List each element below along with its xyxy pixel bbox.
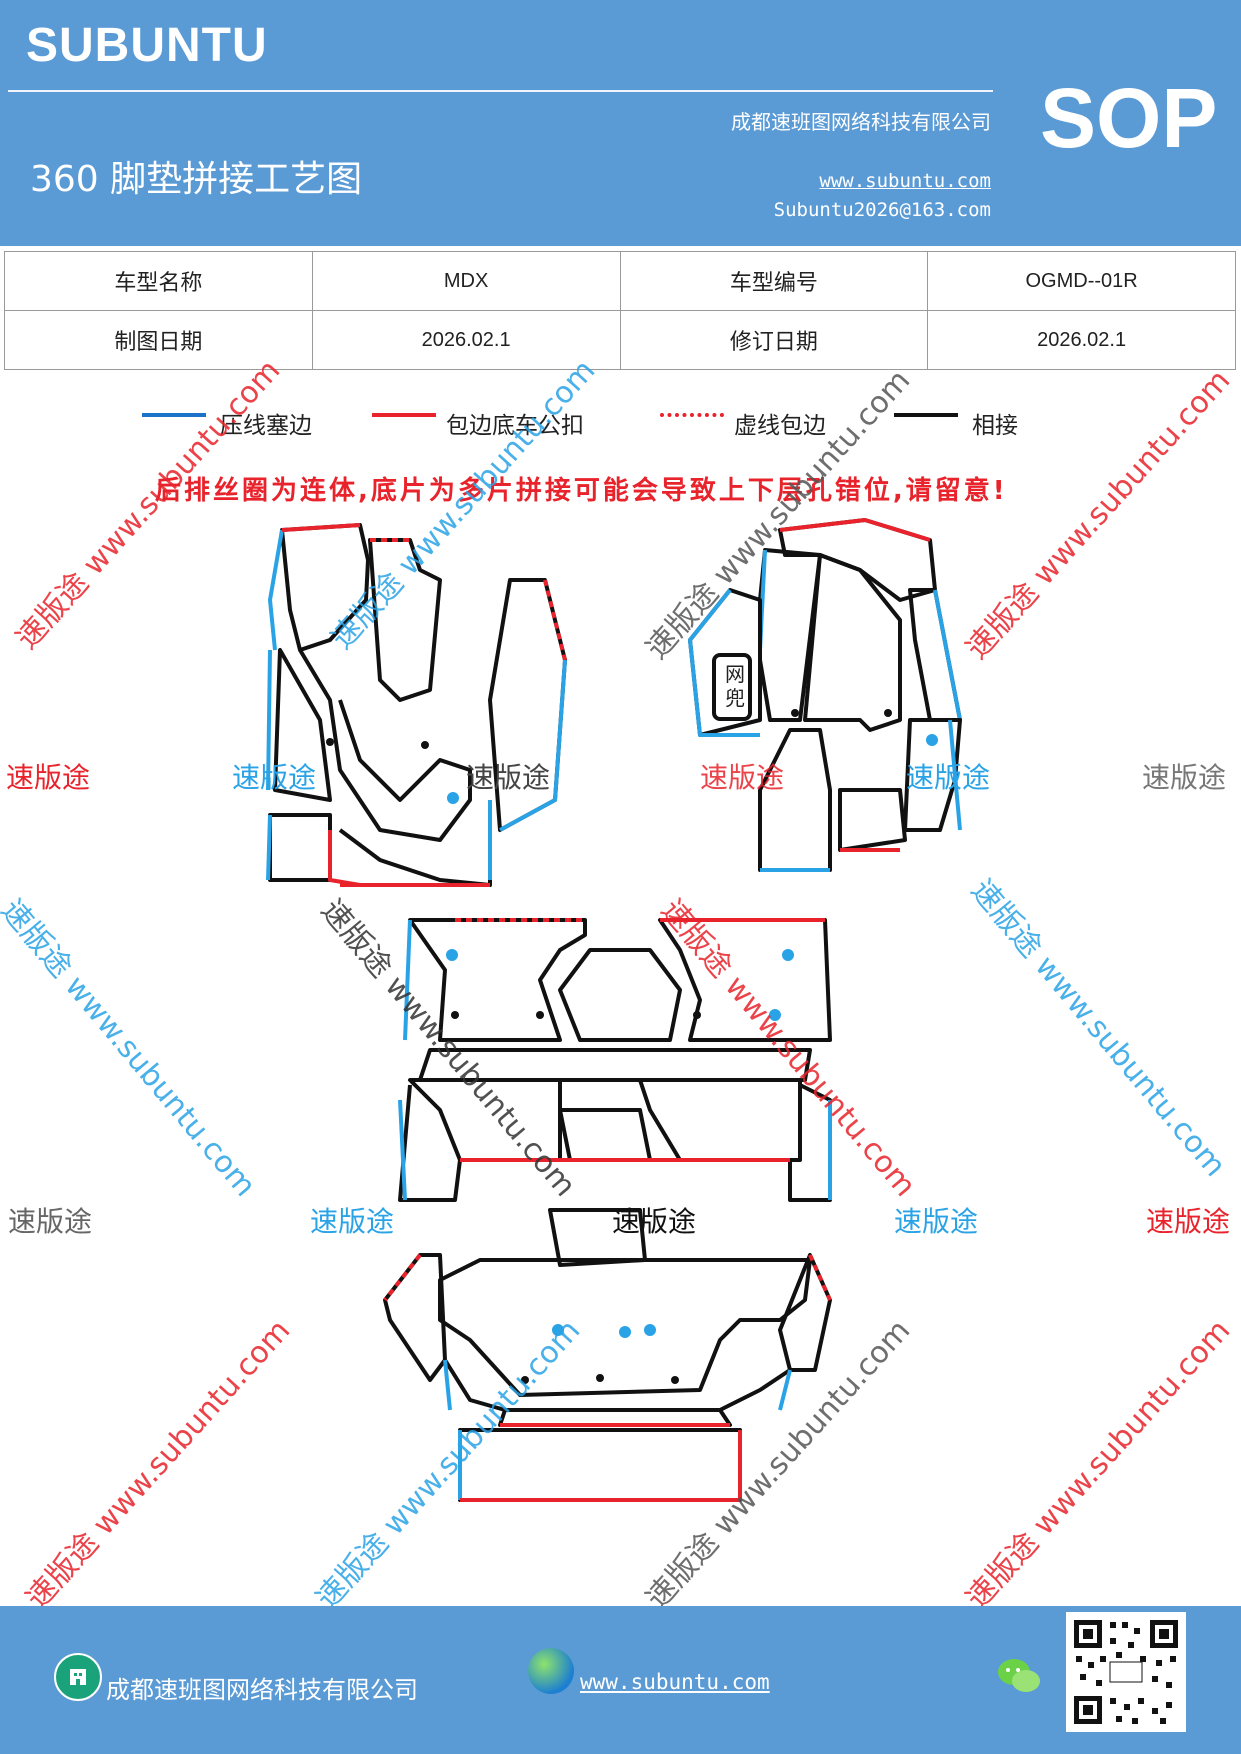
footer-website-link[interactable]: www.subuntu.com [580,1670,770,1694]
table-row: 制图日期 2026.02.1 修订日期 2026.02.1 [4,310,1236,370]
building-icon [54,1653,102,1701]
revise-date-value: 2026.02.1 [927,310,1236,370]
model-name-value: MDX [311,251,621,311]
brand-logo: SUBUNTU [26,19,268,72]
watermark-text: 速版途 [1146,1205,1231,1238]
legend-label: 虚线包边 [734,413,826,439]
net-pocket-label: 网兜 [725,662,745,710]
watermark-text: 速版途 [700,761,785,794]
legend-label: 包边底车公扣 [446,413,584,439]
watermark-text: 速版途 [906,761,991,794]
footer-banner: 成都速班图网络科技有限公司 www.subuntu.com [0,1606,1241,1754]
mat-driver-front [266,523,567,887]
watermark-text: 速版途 [232,761,317,794]
qr-code[interactable] [1066,1612,1186,1732]
draw-date-value: 2026.02.1 [311,310,621,370]
legend-label: 压线塞边 [220,413,312,439]
revise-date-label: 修订日期 [619,310,929,370]
footer-company: 成都速班图网络科技有限公司 [106,1676,418,1704]
mat-passenger-front [688,518,962,872]
legend-swatch-dotted [660,413,724,417]
mat-third-row [383,1208,832,1502]
watermark-text: 速版途 [310,1205,395,1238]
legend-swatch-red [372,413,436,417]
watermark-text: 速版途 [612,1205,697,1238]
mat-second-row [398,918,832,1202]
watermark-text: 速版途 [894,1205,979,1238]
model-code-value: OGMD--01R [927,251,1236,311]
vehicle-info-table: 车型名称 MDX 车型编号 OGMD--01R 制图日期 2026.02.1 修… [4,251,1236,370]
model-name-label: 车型名称 [4,251,313,311]
wechat-icon [996,1656,1042,1696]
watermark-text: 速版途 [1142,761,1227,794]
legend-swatch-black [894,413,958,417]
sop-badge: SOP [1040,71,1218,165]
watermark-text: 速版途 [8,1205,93,1238]
header-divider [8,90,993,92]
warning-text: 后排丝圈为连体,底片为多片拼接可能会导致上下层孔错位,请留意! [155,476,1008,506]
website-link[interactable]: www.subuntu.com [819,170,991,192]
company-name: 成都速班图网络科技有限公司 [731,110,991,134]
watermark-text: 速版途 [6,761,91,794]
table-row: 车型名称 MDX 车型编号 OGMD--01R [4,251,1236,311]
watermark-text: 速版途 [466,761,551,794]
email-address: Subuntu2026@163.com [773,199,991,221]
legend-swatch-blue [142,413,206,417]
page-title: 360 脚垫拼接工艺图 [30,159,363,200]
model-code-label: 车型编号 [619,251,929,311]
globe-icon [528,1648,574,1694]
header-banner: SUBUNTU 成都速班图网络科技有限公司 360 脚垫拼接工艺图 www.su… [0,0,1241,246]
draw-date-label: 制图日期 [4,310,313,370]
legend-label: 相接 [972,413,1018,439]
